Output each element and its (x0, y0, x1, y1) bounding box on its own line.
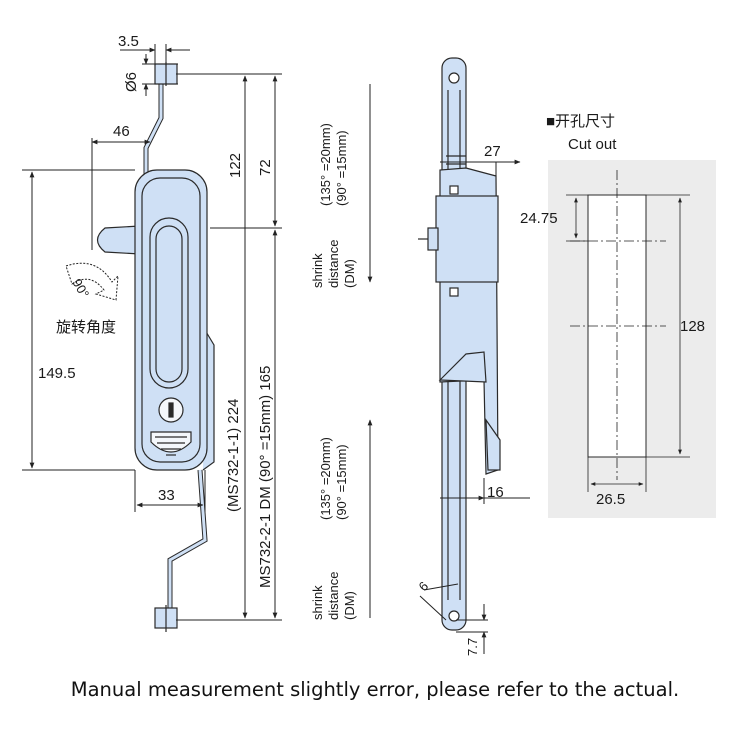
shrink-top: (135° =20mm) (90° =15mm) shrink distance… (310, 84, 373, 288)
svg-text:shrink: shrink (310, 585, 325, 620)
dim-72-label: 72 (257, 159, 274, 176)
handle-grip (149, 217, 189, 389)
front-view (96, 62, 215, 632)
dim-27-label: 27 (484, 143, 501, 160)
dim-phi6-label: Ø6 (123, 72, 140, 92)
svg-text:(90° =15mm): (90° =15mm) (334, 130, 349, 206)
svg-text:distance: distance (326, 572, 341, 620)
svg-text:(135° =20mm): (135° =20mm) (318, 123, 333, 206)
dim-122-label: 122 (227, 153, 244, 178)
svg-text:(90° =15mm): (90° =15mm) (334, 444, 349, 520)
cutout-panel: ■开孔尺寸 Cut out 24.75 128 26.5 (520, 113, 716, 518)
dim-7-7-label: 7.7 (465, 638, 480, 656)
latch-fin (96, 225, 141, 255)
svg-text:shrink: shrink (310, 253, 325, 288)
model-label-1: (MS732-1-1) 224 (225, 399, 242, 512)
dim-6-label: 6 (416, 578, 432, 594)
svg-text:(135° =20mm): (135° =20mm) (318, 437, 333, 520)
side-dimensions (419, 159, 530, 654)
rod-hole-top (448, 72, 460, 84)
dim-3-5-label: 3.5 (118, 33, 139, 50)
cutout-title: ■开孔尺寸 (546, 113, 615, 130)
svg-text:distance: distance (326, 240, 341, 288)
footer-note: Manual measurement slightly error, pleas… (70, 678, 680, 701)
top-rod (143, 72, 164, 182)
dim-128-label: 128 (680, 318, 705, 335)
dim-26-5-label: 26.5 (596, 491, 625, 508)
svg-text:(DM): (DM) (342, 259, 357, 288)
svg-text:(DM): (DM) (342, 591, 357, 620)
rotation-caption: 旋转角度 (56, 319, 116, 336)
model-label-2: MS732-2-1 DM (90° =15mm) 165 (257, 366, 274, 588)
rod-hole-bottom (448, 610, 460, 622)
dim-16-label: 16 (487, 484, 504, 501)
rotation-arrow-icon (65, 262, 119, 301)
dim-46-label: 46 (113, 123, 130, 140)
side-view (418, 57, 501, 631)
dim-33-label: 33 (158, 487, 175, 504)
side-latch (485, 417, 501, 471)
front-dimensions (22, 44, 282, 621)
dim-24-75-label: 24.75 (520, 210, 558, 227)
dim-149-5-label: 149.5 (38, 365, 76, 382)
shrink-bottom: (135° =20mm) (90° =15mm) shrink distance… (310, 419, 373, 620)
cutout-subtitle: Cut out (568, 136, 617, 153)
